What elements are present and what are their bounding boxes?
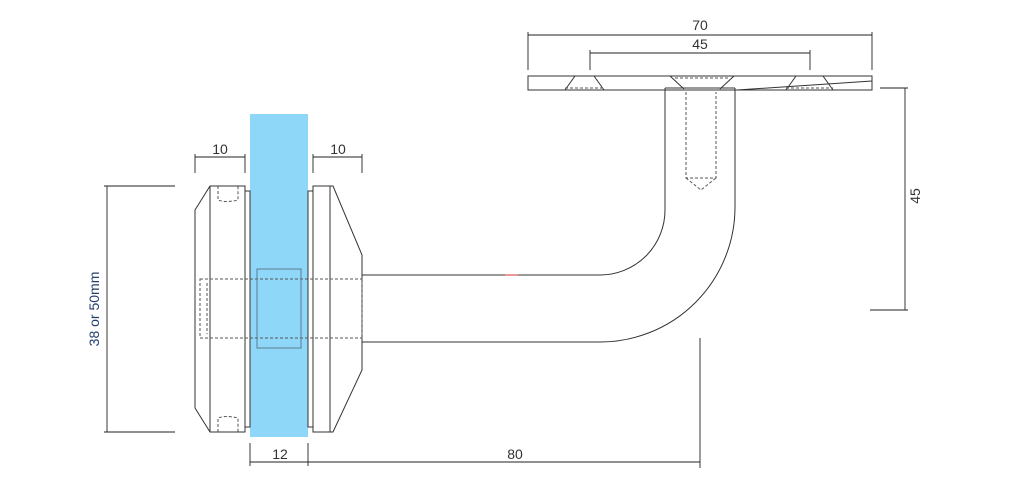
mounting-plate <box>527 75 873 91</box>
dim-diameter: 38 or 50mm <box>86 185 175 433</box>
dim-plate-width: 70 <box>527 17 873 70</box>
dim-glass-and-projection: 12 80 <box>249 338 701 468</box>
dim-label-10-left: 10 <box>212 141 228 157</box>
dim-label-diameter: 38 or 50mm <box>86 272 102 347</box>
right-clamp <box>307 185 363 433</box>
left-clamp <box>194 185 251 433</box>
dim-label-10-right: 10 <box>330 141 346 157</box>
through-bolt <box>199 278 363 339</box>
dim-label-45-height: 45 <box>907 188 923 204</box>
dim-label-12: 12 <box>272 446 288 462</box>
dim-label-80: 80 <box>507 446 523 462</box>
dim-hole-spacing: 45 <box>589 36 811 70</box>
dim-left-clamp: 10 <box>194 141 246 173</box>
arm <box>362 87 736 343</box>
glass-insert <box>256 268 302 349</box>
dim-right-clamp: 10 <box>312 141 363 173</box>
dim-height: 45 <box>870 87 923 311</box>
dim-label-70: 70 <box>692 17 708 33</box>
glass-panel <box>250 114 308 437</box>
dim-label-45-holes: 45 <box>692 36 708 52</box>
